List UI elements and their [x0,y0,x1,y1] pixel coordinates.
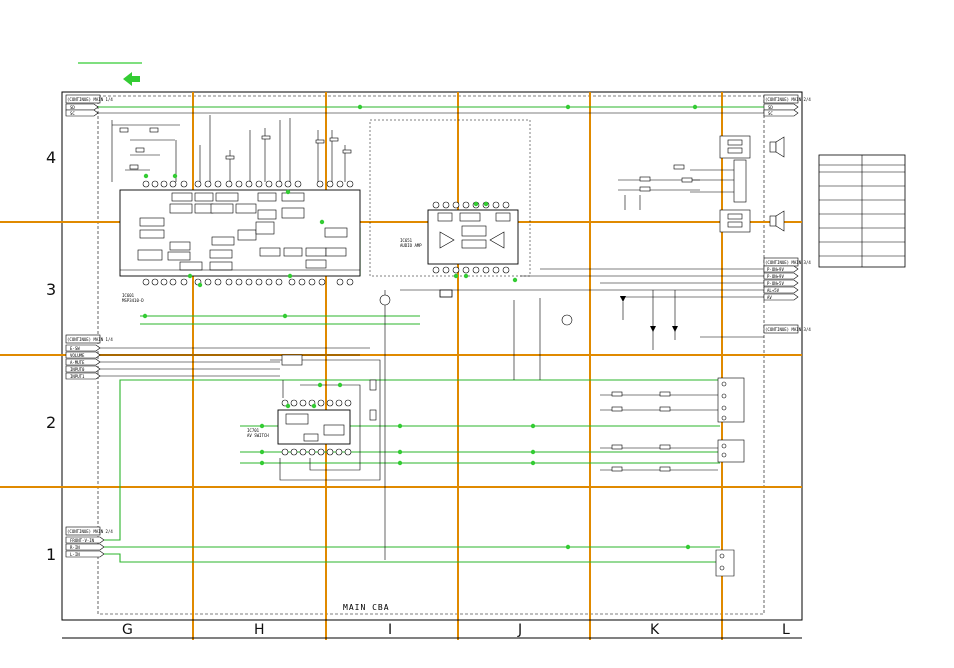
col-label-g: G [122,622,133,638]
ref-table [818,154,906,268]
row-label-2: 2 [46,413,56,432]
svg-text:INPUT0: INPUT0 [70,367,85,372]
av-jack-jk702[interactable] [717,439,745,463]
mid-transistor [513,298,573,380]
green-signal-routes [98,106,764,563]
svg-text:L-IN: L-IN [70,552,80,557]
ic701-chip[interactable]: IC701 AV SWITCH [247,409,351,445]
mute-block [439,289,453,298]
signal-list-left-mid: E-SW VOLUME A-MUTE INPUT0 INPUT1 [65,344,101,380]
svg-text:IC601: IC601 [122,293,135,298]
back-arrow-icon[interactable] [123,72,140,86]
svg-text:(CONTINUE) MAIN 2/4: (CONTINUE) MAIN 2/4 [67,529,113,534]
right-side-resistors [618,164,700,210]
ic651-dashed-enclosure [369,119,531,277]
svg-text:INPUT1: INPUT1 [70,374,85,379]
svg-text:P-ON+5V: P-ON+5V [767,281,784,286]
row-label-4: 4 [46,148,56,167]
col-label-j: J [517,622,522,638]
signal-arrow-sc-right: SC [763,109,799,117]
svg-text:P-ON+9V: P-ON+9V [767,267,784,272]
svg-text:R-IN: R-IN [70,545,80,550]
svg-text:(CONTINUE) MAIN 1/4: (CONTINUE) MAIN 1/4 [67,97,113,102]
diode-group [620,290,678,350]
svg-text:AV: AV [767,295,772,300]
svg-text:SD: SD [768,105,773,110]
col-label-l: L [782,622,790,638]
signal-arrow-sd-left: SD [65,103,99,111]
connector-tag-right-top: (CONTINUE) MAIN 2/4 [763,94,811,104]
top-left-component-cluster [111,115,352,182]
connector-tag-right-low: (CONTINUE) MAIN 3/4 [763,324,811,334]
svg-text:AUDIO AMP: AUDIO AMP [400,243,422,248]
svg-text:IC651: IC651 [400,238,413,243]
svg-text:SC: SC [768,111,773,116]
speaker-sp601 [769,136,785,158]
ic651-chip[interactable]: IC651 AUDIO AMP [400,209,519,265]
connector-tag-right-mid: (CONTINUE) MAIN 3/4 [763,257,811,267]
svg-text:(CONTINUE) MAIN 3/4: (CONTINUE) MAIN 3/4 [765,327,811,332]
svg-text:A-MUTE: A-MUTE [70,360,85,365]
svg-text:AV SWITCH: AV SWITCH [247,433,269,438]
ic601-bottom-pins [142,278,354,286]
ic701-pins [281,399,352,456]
svg-text:MSP3410-D: MSP3410-D [122,298,144,303]
svg-text:SC: SC [70,111,75,116]
row-label-3: 3 [46,280,56,299]
svg-text:VOLUME: VOLUME [70,353,85,358]
row-label-1: 1 [46,545,56,564]
av-input-resistors [600,391,718,472]
signal-list-left-bottom: FRONT-V-IN R-IN L-IN [65,536,105,558]
col-label-h: H [254,622,265,638]
svg-text:(CONTINUE) MAIN 2/4: (CONTINUE) MAIN 2/4 [765,97,811,102]
av-jack-jk701[interactable] [717,377,745,423]
signal-arrow-sd-right: SD [763,103,799,111]
svg-text:E-SW: E-SW [70,346,80,351]
signal-list-right-mid: P-ON+9V P-ON+9V P-ON+5V AL+5V AV [763,265,799,301]
mute-transistor [379,290,391,560]
green-via-markers [142,104,698,550]
connector-tag-left-mid: (CONTINUE) MAIN 1/4 [65,334,113,344]
signal-arrow-sc-left: SC [65,109,99,117]
col-label-k: K [650,622,660,638]
col-label-i: I [388,622,392,638]
connector-tag-left-top: (CONTINUE) MAIN 1/4 [65,94,113,104]
connector-tag-left-bottom: (CONTINUE) MAIN 2/4 [65,526,113,536]
svg-text:AL+5V: AL+5V [767,288,780,293]
svg-text:(CONTINUE) MAIN 1/4: (CONTINUE) MAIN 1/4 [67,337,113,342]
speaker-sp602 [769,210,785,232]
svg-text:SD: SD [70,105,75,110]
svg-text:(CONTINUE) MAIN 3/4: (CONTINUE) MAIN 3/4 [765,260,811,265]
svg-text:P-ON+9V: P-ON+9V [767,274,784,279]
svg-text:FRONT-V-IN: FRONT-V-IN [70,538,95,543]
svg-text:IC701: IC701 [247,428,260,433]
front-av-jack[interactable] [715,549,735,577]
board-label: MAIN CBA [343,603,390,612]
ic601-top-pins [142,180,354,188]
ic601-chip[interactable]: IC601 MSP3410-D [119,189,361,303]
headphone-jack[interactable] [690,135,751,233]
